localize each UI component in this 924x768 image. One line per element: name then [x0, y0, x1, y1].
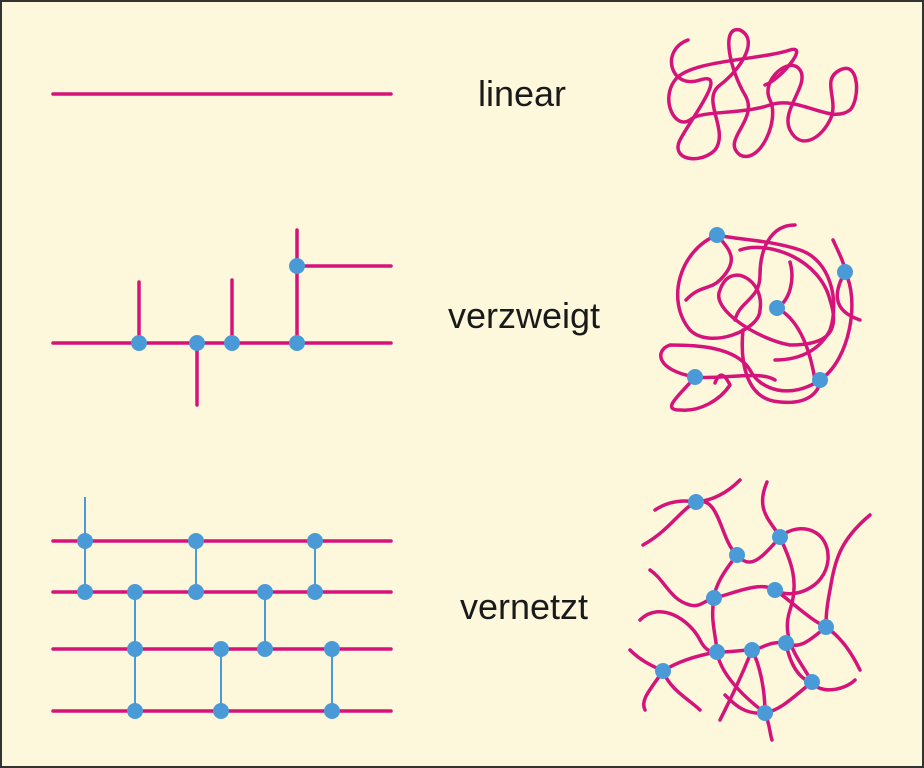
branched-coil	[659, 223, 862, 412]
linear-coil	[667, 28, 859, 161]
crosslinked-network	[628, 478, 872, 742]
label-crosslinked: vernetzt	[460, 586, 588, 627]
label-linear: linear	[478, 73, 566, 114]
label-branched: verzweigt	[448, 295, 600, 336]
branched-chain-schematic	[51, 228, 393, 407]
crosslinked-chain-schematic	[51, 497, 393, 719]
